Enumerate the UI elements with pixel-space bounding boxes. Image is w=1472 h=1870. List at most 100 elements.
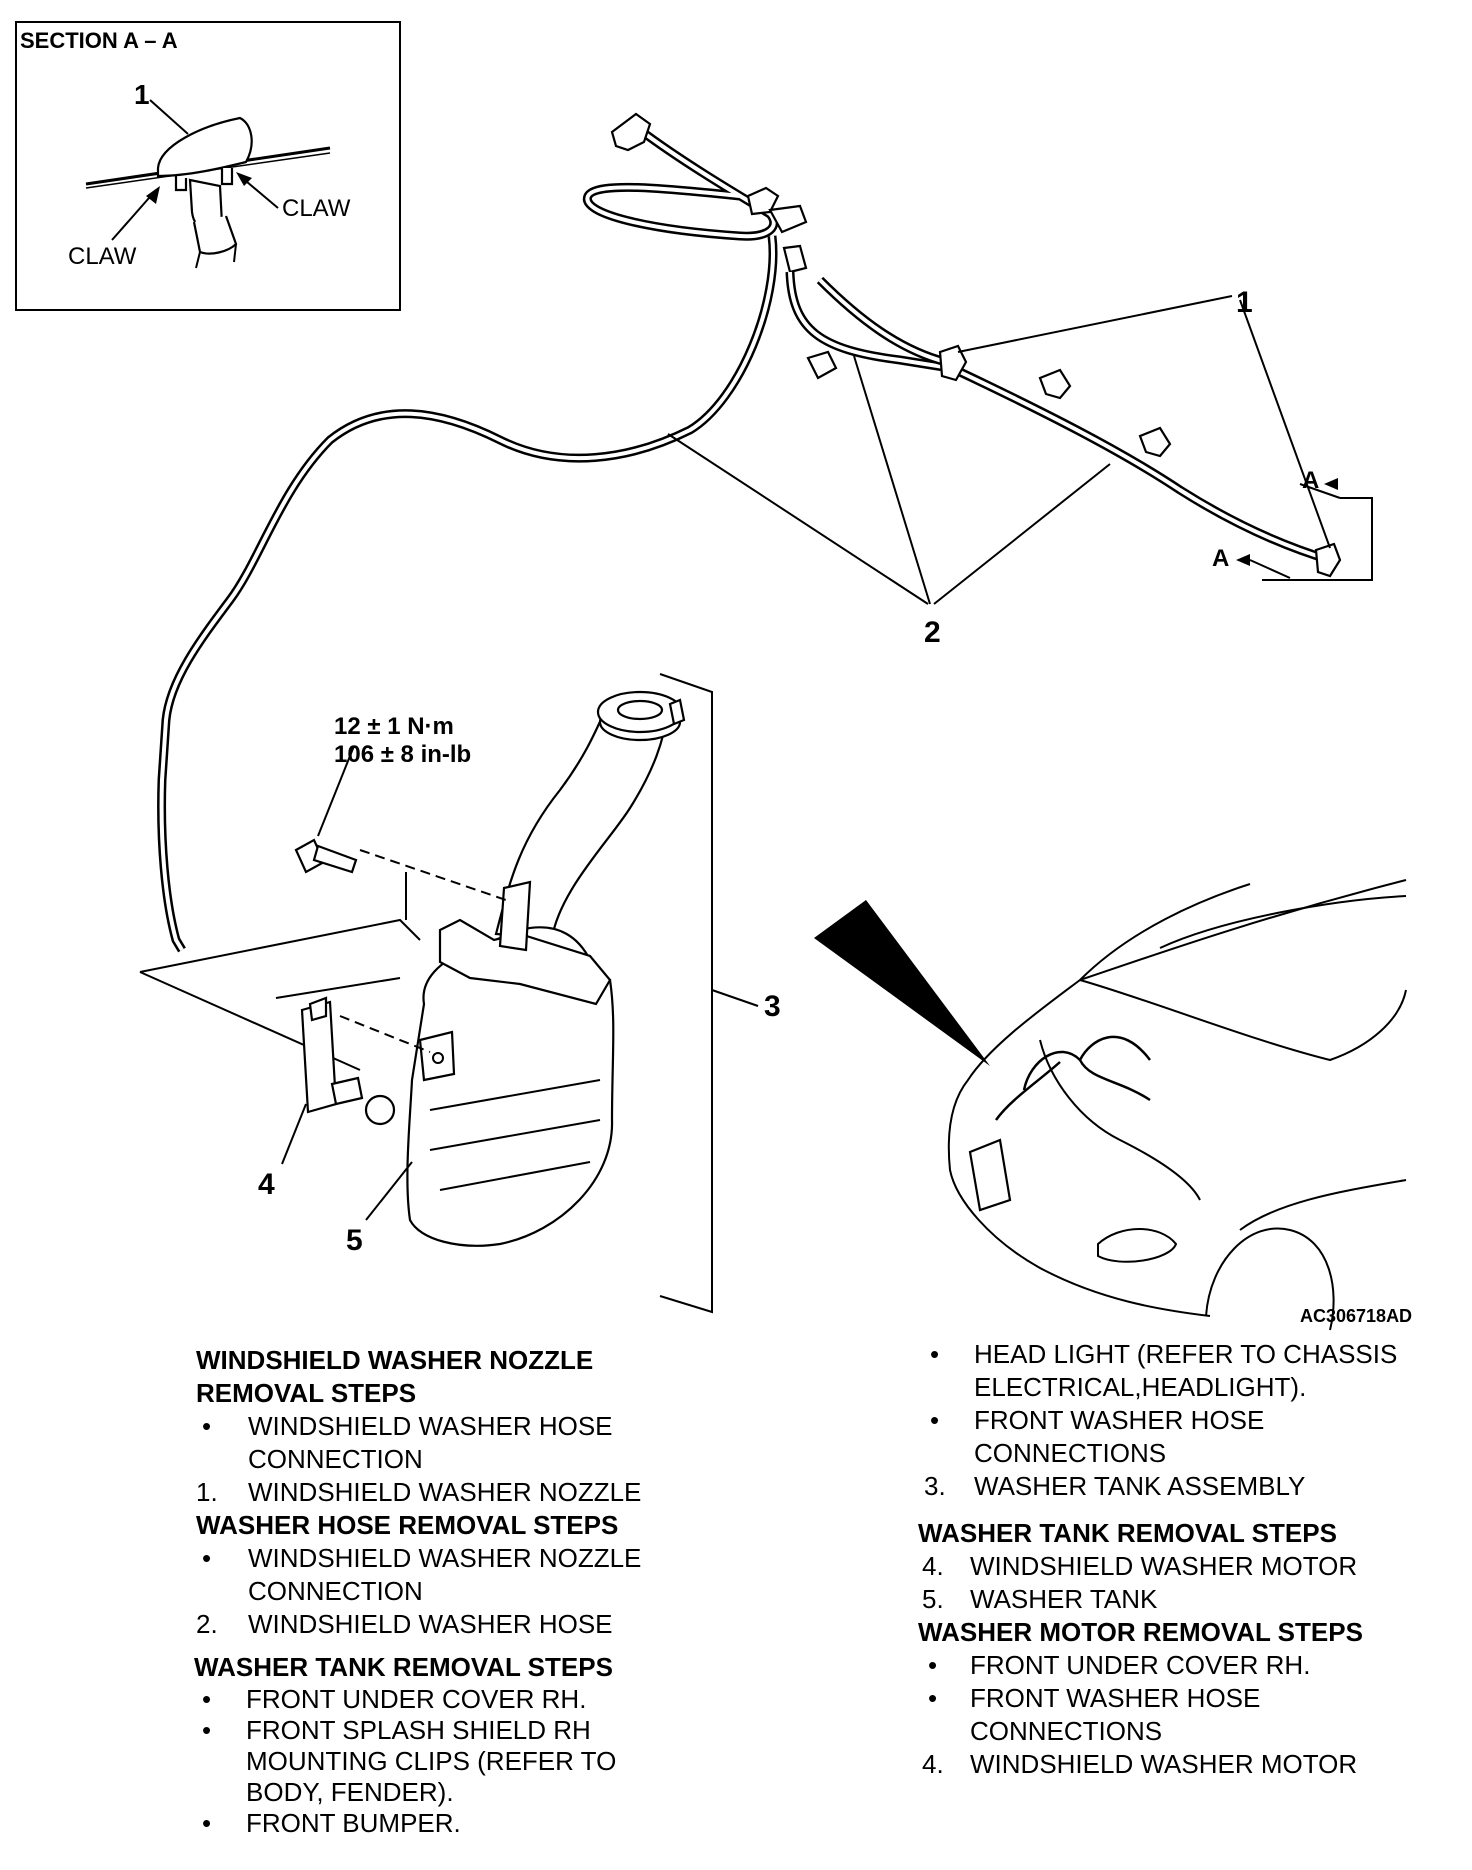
- motor-centerline: [339, 1015, 431, 1053]
- callout-1-leader-a: [957, 295, 1233, 353]
- hose-clip-b: [1138, 426, 1172, 458]
- car-front-wheel: [1205, 1227, 1335, 1331]
- inset-hose-r: [233, 243, 237, 263]
- claw-left-label: CLAW: [68, 243, 137, 270]
- branch-hose-2-inner: [818, 278, 947, 364]
- main-hose-inner: [159, 235, 775, 952]
- step-item: 2. WINDSHIELD WASHER HOSE: [196, 1608, 696, 1641]
- tank-side-hole: [432, 1052, 444, 1064]
- top-hose-connector: [610, 112, 652, 152]
- step-text: ELECTRICAL,HEADLIGHT).: [974, 1372, 1307, 1402]
- inset-claws: [174, 168, 234, 192]
- washer-motor-connector: [308, 996, 328, 1022]
- step-marker: •: [930, 1405, 940, 1435]
- callout-2-leader-c: [933, 463, 1111, 605]
- inset-nozzle: [156, 116, 253, 178]
- branch-hose-3-inner: [959, 370, 1331, 562]
- step-item: 5. WASHER TANK: [922, 1583, 1442, 1616]
- step-text: FRONT WASHER HOSE: [970, 1683, 1261, 1713]
- callout-1-group: 1: [957, 286, 1331, 549]
- step-text: WINDSHIELD WASHER MOTOR: [970, 1551, 1358, 1581]
- mount-surface-edge-c: [275, 977, 401, 999]
- hose-clamp-2: [768, 204, 808, 234]
- car-windshield-top: [1159, 895, 1407, 949]
- motor-heading: WASHER MOTOR REMOVAL STEPS: [918, 1617, 1363, 1647]
- right-tank-heading: WASHER TANK REMOVAL STEPS: [918, 1518, 1337, 1548]
- claw-left-arrowhead: [146, 186, 160, 204]
- assembly-bracket: [659, 673, 713, 1314]
- step-marker: •: [202, 1808, 212, 1838]
- torque-leader: [317, 745, 355, 837]
- section-a-marks: A A: [1212, 467, 1373, 581]
- locator-pointer: [814, 900, 990, 1066]
- step-item: 1. WINDSHIELD WASHER NOZZLE: [196, 1476, 696, 1509]
- hose-heading: WASHER HOSE REMOVAL STEPS: [196, 1510, 619, 1540]
- branch-hose-1-inner: [788, 271, 951, 370]
- car-washer-tank: [968, 1138, 1012, 1212]
- step-marker: •: [202, 1715, 212, 1745]
- step-text: BODY, FENDER).: [246, 1777, 454, 1807]
- hose-clip-a: [1038, 368, 1072, 400]
- washer-nozzle-right: [1314, 542, 1342, 578]
- hose-clip-c: [806, 350, 838, 380]
- mounting-bolt-shank: [312, 844, 358, 874]
- step-marker: •: [202, 1411, 212, 1441]
- torque-metric: 12 ± 1 N·m: [334, 713, 454, 740]
- car-fender-line: [1239, 1179, 1407, 1231]
- hose-clamp-1: [746, 186, 780, 216]
- nozzle-heading-line-2: REMOVAL STEPS: [196, 1378, 417, 1408]
- section-a-bottom-arrow: [1236, 554, 1250, 566]
- claw-right-arrowhead: [236, 172, 252, 186]
- hose-t-joint: [782, 244, 808, 274]
- step-text: WASHER TANK ASSEMBLY: [974, 1471, 1306, 1501]
- section-a-bottom-leader: [1249, 559, 1291, 579]
- vehicle-locator: AC306718AD: [814, 879, 1412, 1331]
- step-marker: 4.: [922, 1551, 944, 1581]
- step-text: FRONT WASHER HOSE: [974, 1405, 1265, 1435]
- step-text: FRONT UNDER COVER RH.: [970, 1650, 1311, 1680]
- callout-2-leader-b: [853, 355, 931, 605]
- step-text: FRONT BUMPER.: [246, 1808, 461, 1838]
- section-a-bracket: [1262, 497, 1373, 581]
- car-cowl-line: [1079, 979, 1407, 1062]
- step-text: CONNECTION: [248, 1576, 423, 1606]
- callout-3: 3: [764, 990, 781, 1023]
- washer-nozzle-left: [938, 344, 968, 382]
- step-item: 3. WASHER TANK ASSEMBLY: [922, 1470, 1442, 1503]
- claw-left-leader: [111, 189, 157, 241]
- tank-mounting-bracket: [498, 880, 532, 952]
- washer-motor-grommet: [364, 1094, 396, 1126]
- step-item: 4. WINDSHIELD WASHER MOTOR: [922, 1748, 1442, 1781]
- step-text: WINDSHIELD WASHER NOZZLE: [248, 1477, 642, 1507]
- tank-rib-2: [429, 1119, 601, 1151]
- step-text: WINDSHIELD WASHER HOSE: [248, 1609, 613, 1639]
- inset-title: SECTION A – A: [20, 28, 178, 53]
- step-marker: •: [928, 1683, 938, 1713]
- step-marker: •: [928, 1650, 938, 1680]
- car-hood-outline: [947, 883, 1251, 1317]
- step-marker: 3.: [924, 1471, 946, 1501]
- callout-4: 4: [258, 1168, 275, 1201]
- car-washer-hose: [1022, 1035, 1151, 1102]
- step-text: CONNECTIONS: [974, 1438, 1167, 1468]
- main-hose-outer: [157, 235, 778, 953]
- section-a-a-inset: SECTION A – A 1 CLAW CLAW: [15, 21, 401, 311]
- step-marker: 5.: [922, 1584, 944, 1614]
- step-item: • FRONT UNDER COVER RH.: [922, 1649, 1442, 1682]
- car-washer-hose-lower: [994, 1061, 1061, 1121]
- bolt-centerline: [359, 849, 507, 901]
- step-marker: 2.: [196, 1609, 218, 1639]
- inset-callout-1: 1: [134, 79, 150, 110]
- step-text: CONNECTIONS: [970, 1716, 1163, 1746]
- step-marker: •: [202, 1543, 212, 1573]
- car-headlight: [1097, 1228, 1178, 1263]
- callout-2: 2: [924, 616, 941, 649]
- callout-3-leader: [711, 989, 759, 1007]
- left-step-column: WINDSHIELD WASHER NOZZLE REMOVAL STEPS •…: [194, 1344, 696, 1839]
- tank-rib-1: [429, 1079, 601, 1111]
